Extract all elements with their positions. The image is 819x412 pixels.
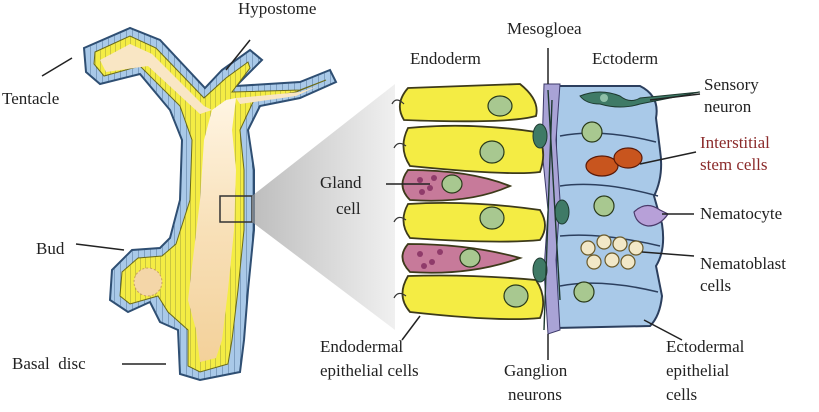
label-endodermal-epithelial-cells: Endodermal epithelial cells: [320, 337, 419, 380]
ganglion-neuron: [554, 199, 570, 225]
nucleus: [487, 95, 513, 117]
label-nematocyte: Nematocyte: [700, 204, 782, 223]
leader-lines: [41, 39, 701, 365]
nucleus: [479, 206, 505, 230]
labels: Hypostome Tentacle Bud Basal disc Endode…: [2, 0, 790, 404]
gland-nucleus: [459, 248, 481, 268]
label-interstitial-stem-cells: Interstitial stem cells: [700, 133, 774, 174]
label-ectodermal-line2: epithelial: [666, 361, 730, 380]
label-ectodermal-epithelial-cells: Ectodermal epithelial cells: [666, 337, 749, 404]
nematoblast: [580, 240, 596, 256]
label-ganglion-neurons: Ganglion neurons: [504, 361, 572, 404]
endoderm-cell: [402, 124, 545, 175]
nucleus: [503, 284, 529, 308]
sensory-neuron: [579, 91, 701, 108]
nematocyte: [633, 204, 669, 227]
label-hypostome: Hypostome: [238, 0, 316, 18]
nucleus: [479, 140, 505, 164]
zoom-cone: [252, 84, 395, 330]
label-gland-line2: cell: [336, 199, 361, 218]
tissue-detail-panel: [391, 83, 701, 335]
label-nematoblast-line2: cells: [700, 276, 731, 295]
nucleus: [581, 121, 603, 143]
endoderm-cell: [402, 201, 546, 243]
nerve-processes: [543, 89, 561, 331]
nematoblast: [628, 240, 644, 256]
nucleus: [573, 281, 595, 303]
nematoblast: [612, 236, 628, 252]
nematoblast: [586, 254, 602, 270]
gland-nucleus: [441, 174, 463, 194]
sensory-neuron-nucleus: [600, 94, 608, 102]
label-tentacle: Tentacle: [2, 89, 59, 108]
nematoblast-cells: [580, 234, 644, 270]
ganglion-neuron: [532, 123, 548, 149]
nematoblast: [604, 252, 620, 268]
label-gland-line1: Gland: [320, 173, 362, 192]
endoderm-nuclei: [441, 95, 529, 308]
hydra-body: [82, 26, 338, 382]
endoderm-cells: [398, 83, 546, 321]
label-ectoderm: Ectoderm: [592, 49, 658, 68]
label-ectodermal-line1: Ectodermal: [666, 337, 745, 356]
hydra-gastric-cavity: [188, 98, 236, 362]
ganglion-neurons: [532, 123, 570, 283]
nucleus: [593, 195, 615, 217]
nematoblast: [596, 234, 612, 250]
nematoblast: [620, 254, 636, 270]
label-bud: Bud: [36, 239, 65, 258]
tentacle-lumen: [100, 44, 212, 114]
label-sensory-neuron-line2: neuron: [704, 97, 752, 116]
ectoderm-nuclei: [573, 121, 615, 303]
label-endodermal-line1: Endodermal: [320, 337, 403, 356]
label-ganglion-line1: Ganglion: [504, 361, 568, 380]
endoderm-cell: [398, 83, 538, 123]
label-interstitial-line2: stem cells: [700, 155, 768, 174]
bud-core: [133, 267, 163, 297]
label-basal-disc: Basal disc: [12, 354, 86, 373]
label-gland-cell: Gland cell: [320, 173, 366, 218]
endoderm-cell: [401, 274, 545, 321]
label-endodermal-line2: epithelial cells: [320, 361, 419, 380]
interstitial-stem-cell: [585, 155, 619, 177]
label-sensory-neuron: Sensory neuron: [704, 75, 763, 116]
endoderm-flagella: [391, 99, 407, 299]
ganglion-neuron: [532, 257, 548, 283]
label-nematoblast-cells: Nematoblast cells: [700, 254, 790, 295]
label-sensory-neuron-line1: Sensory: [704, 75, 759, 94]
interstitial-stem-cell: [613, 147, 643, 169]
label-mesogloea: Mesogloea: [507, 19, 582, 38]
label-ganglion-line2: neurons: [508, 385, 562, 404]
label-nematoblast-line1: Nematoblast: [700, 254, 786, 273]
ectoderm-cell-borders: [559, 132, 661, 293]
gland-granules: [417, 175, 443, 269]
label-ectodermal-line3: cells: [666, 385, 697, 404]
label-endoderm: Endoderm: [410, 49, 481, 68]
interstitial-stem-cells: [585, 147, 643, 177]
label-interstitial-line1: Interstitial: [700, 133, 770, 152]
tentacle-lumen-right: [236, 86, 318, 104]
